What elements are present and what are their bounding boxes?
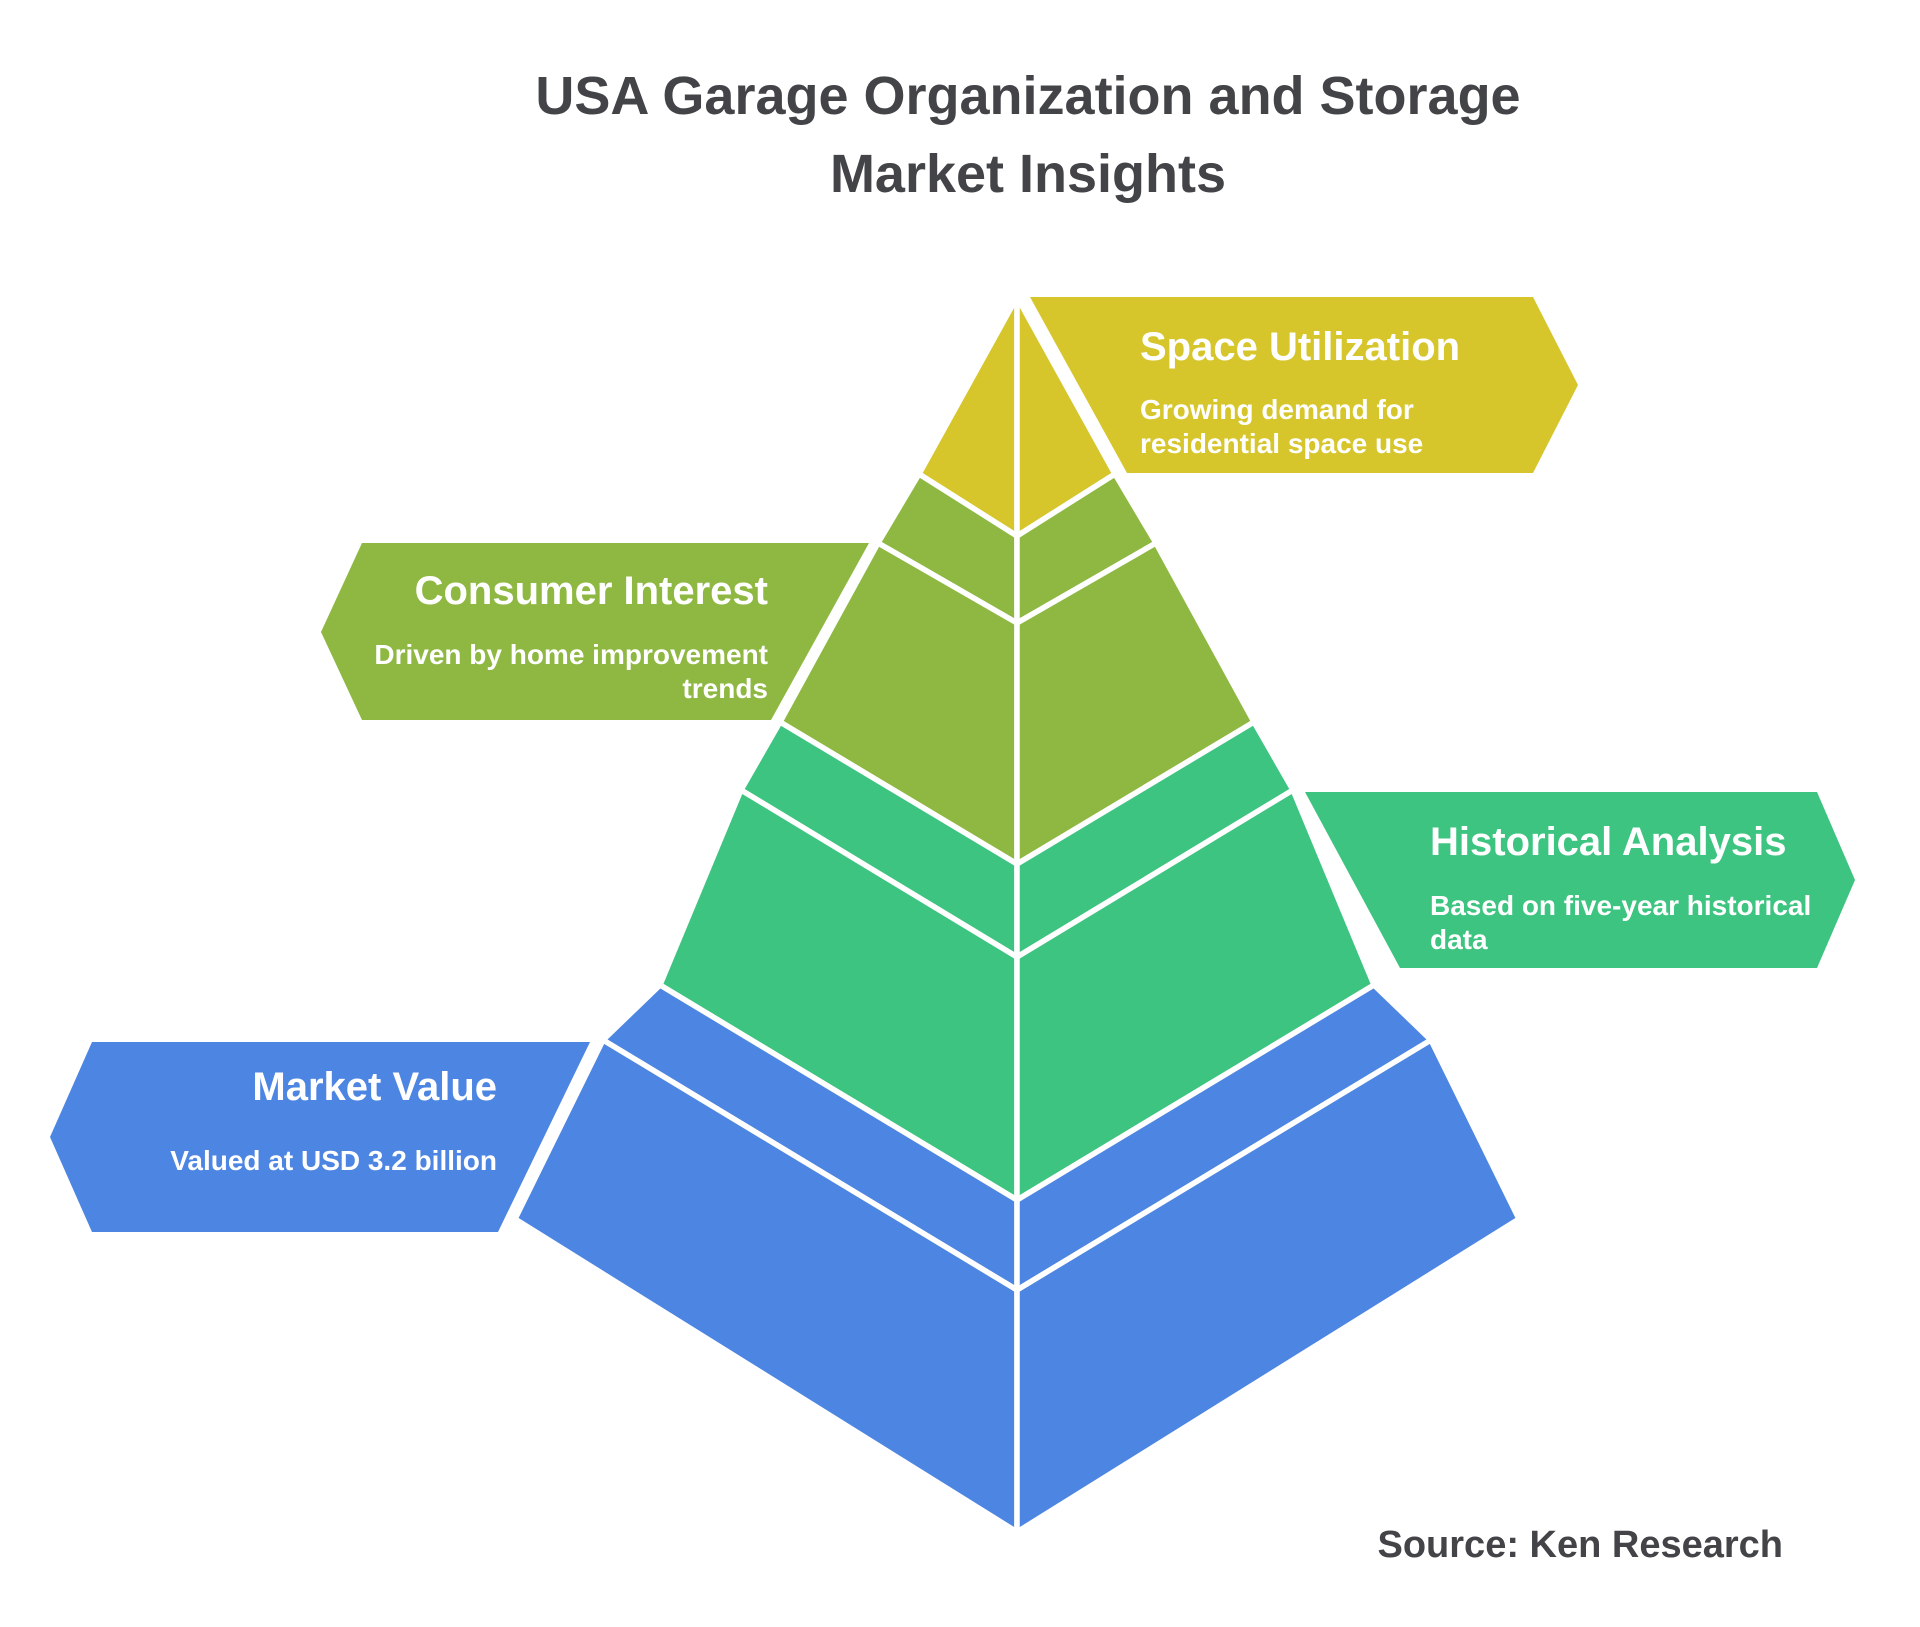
label-consumer-interest: Consumer Interest Driven by home improve… bbox=[321, 543, 869, 720]
label-arrow-shape bbox=[1305, 792, 1855, 968]
label-desc-line-1: Based on five-year historical bbox=[1430, 890, 1811, 921]
label-arrow-shape bbox=[321, 543, 869, 720]
label-desc-line-1: Valued at USD 3.2 billion bbox=[170, 1145, 497, 1176]
page-title-line-2: Market Insights bbox=[830, 144, 1226, 204]
label-market-value: Market Value Valued at USD 3.2 billion bbox=[50, 1042, 590, 1232]
label-arrow-shape bbox=[50, 1042, 590, 1232]
label-title: Historical Analysis bbox=[1430, 820, 1786, 864]
label-desc-line-1: Growing demand for bbox=[1140, 394, 1414, 425]
page-title-line-1: USA Garage Organization and Storage bbox=[535, 66, 1520, 126]
label-desc-line-2: residential space use bbox=[1140, 428, 1423, 459]
label-desc-line-2: trends bbox=[682, 673, 768, 704]
label-desc-line-1: Driven by home improvement bbox=[374, 639, 768, 670]
pyramid-level-4-market-value bbox=[511, 981, 1523, 1537]
label-title: Space Utilization bbox=[1140, 325, 1460, 369]
pyramid-level-3-historical-analysis bbox=[656, 718, 1378, 1205]
label-arrow-shape bbox=[1030, 297, 1578, 473]
source-credit: Source: Ken Research bbox=[1378, 1524, 1784, 1566]
label-space-utilization: Space Utilization Growing demand for res… bbox=[1030, 297, 1578, 473]
label-title: Market Value bbox=[252, 1065, 497, 1109]
label-desc-line-2: data bbox=[1430, 924, 1488, 955]
pyramid-level-2-consumer-interest bbox=[776, 470, 1258, 869]
pyramid-level-1-space-utilization bbox=[915, 286, 1119, 541]
label-historical-analysis: Historical Analysis Based on five-year h… bbox=[1305, 792, 1855, 968]
label-title: Consumer Interest bbox=[415, 569, 768, 613]
level-4-face-right bbox=[1014, 1036, 1523, 1537]
